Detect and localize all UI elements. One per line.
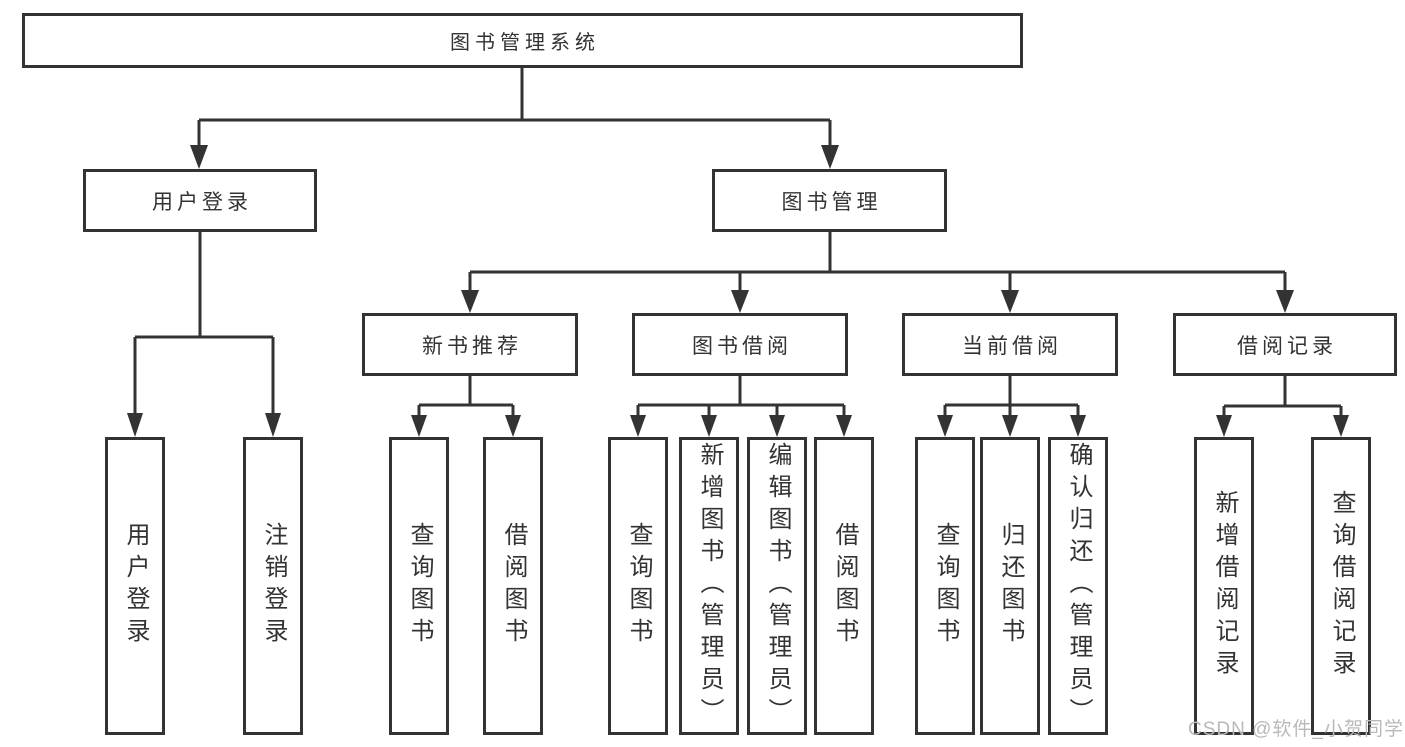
node-user-login-branch-label: 用户登录 xyxy=(152,190,252,214)
connector-new-book-recommend xyxy=(417,374,515,417)
connector-borrowing-records xyxy=(1222,374,1343,417)
connector-current-borrowing xyxy=(943,374,1080,417)
connector-book-borrowing xyxy=(636,374,846,417)
node-new-book-recommend: 新书推荐 xyxy=(362,313,578,376)
node-leaf-borrow-books: 借阅图书 xyxy=(814,437,874,735)
connector-book-management xyxy=(468,231,1287,292)
node-leaf-add-books-admin: 新增图书（管理员） xyxy=(679,437,739,735)
node-leaf-return-books-label: 归还图书 xyxy=(997,522,1024,650)
node-leaf-query-books-current-label: 查询图书 xyxy=(932,522,959,650)
node-leaf-borrow-books-label: 借阅图书 xyxy=(831,522,858,650)
node-leaf-confirm-return-admin-label: 确认归还（管理员） xyxy=(1065,442,1092,730)
node-leaf-query-books-recommend-label: 查询图书 xyxy=(406,522,433,650)
node-borrowing-records: 借阅记录 xyxy=(1173,313,1397,376)
node-leaf-query-books-borrowing-label: 查询图书 xyxy=(625,522,652,650)
node-book-borrowing-label: 图书借阅 xyxy=(692,334,792,358)
node-leaf-user-login: 用户登录 xyxy=(105,437,165,735)
connector-user-login xyxy=(133,231,275,416)
node-current-borrowing-label: 当前借阅 xyxy=(962,334,1062,358)
node-book-management: 图书管理 xyxy=(712,169,947,232)
csdn-watermark: CSDN @软件_小贺同学 xyxy=(1188,719,1404,740)
node-leaf-return-books: 归还图书 xyxy=(980,437,1040,735)
node-leaf-borrow-books-recommend-label: 借阅图书 xyxy=(500,522,527,650)
node-book-management-label: 图书管理 xyxy=(781,190,882,214)
node-borrowing-records-label: 借阅记录 xyxy=(1237,334,1337,358)
node-leaf-query-books-borrowing: 查询图书 xyxy=(608,437,668,735)
node-book-borrowing: 图书借阅 xyxy=(632,313,848,376)
node-leaf-add-books-admin-label: 新增图书（管理员） xyxy=(696,442,723,730)
node-leaf-edit-books-admin-label: 编辑图书（管理员） xyxy=(764,442,791,730)
node-leaf-user-login-label: 用户登录 xyxy=(122,522,149,650)
node-leaf-add-borrow-record: 新增借阅记录 xyxy=(1194,437,1254,735)
node-leaf-logout: 注销登录 xyxy=(243,437,303,735)
connector-root xyxy=(197,66,832,147)
node-root-label: 图书管理系统 xyxy=(450,32,600,54)
node-leaf-query-borrow-record-label: 查询借阅记录 xyxy=(1328,490,1355,682)
node-user-login-branch: 用户登录 xyxy=(83,169,317,232)
node-root-system: 图书管理系统 xyxy=(22,13,1023,68)
node-leaf-borrow-books-recommend: 借阅图书 xyxy=(483,437,543,735)
node-current-borrowing: 当前借阅 xyxy=(902,313,1118,376)
node-leaf-query-books-current: 查询图书 xyxy=(915,437,975,735)
node-new-book-recommend-label: 新书推荐 xyxy=(422,334,522,358)
node-leaf-query-books-recommend: 查询图书 xyxy=(389,437,449,735)
node-leaf-query-borrow-record: 查询借阅记录 xyxy=(1311,437,1371,735)
node-leaf-add-borrow-record-label: 新增借阅记录 xyxy=(1211,490,1238,682)
node-leaf-logout-label: 注销登录 xyxy=(260,522,287,650)
node-leaf-edit-books-admin: 编辑图书（管理员） xyxy=(747,437,807,735)
node-leaf-confirm-return-admin: 确认归还（管理员） xyxy=(1048,437,1108,735)
